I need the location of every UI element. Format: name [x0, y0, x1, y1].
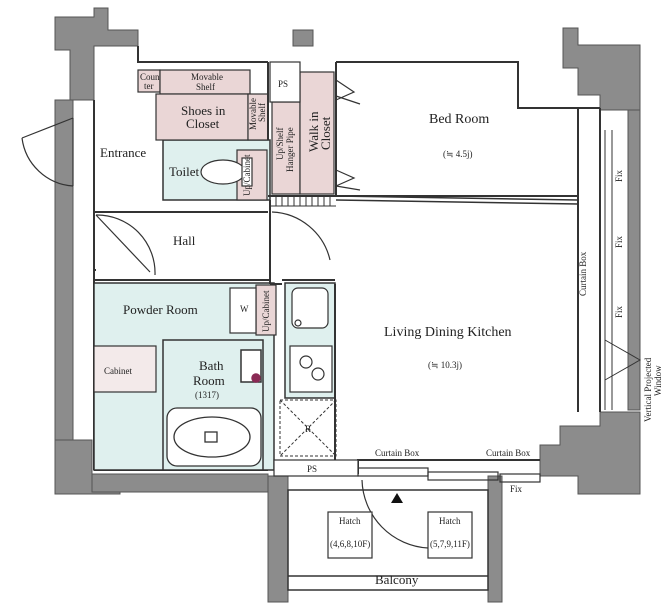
fix-bottom-label: Fix	[510, 484, 523, 494]
fix-label-1: Fix	[614, 169, 624, 182]
hall-door[interactable]	[95, 214, 156, 276]
structural-walls	[54, 7, 641, 603]
closet-rails	[270, 195, 336, 207]
walk-in-closet-line1: Walk in	[306, 111, 321, 152]
fix-label-2: Fix	[614, 235, 624, 248]
stove	[289, 345, 333, 393]
hatch-1-floors: (4,6,8,10F)	[330, 539, 370, 549]
partitions	[94, 62, 579, 460]
movable-shelf-top-line1: Movable	[191, 72, 223, 82]
curtain-box-bottom-left-label: Curtain Box	[375, 448, 420, 458]
bedroom-label: Bed Room	[429, 112, 489, 127]
fridge	[279, 399, 337, 457]
washer	[229, 287, 257, 334]
toilet-fixture	[200, 157, 253, 187]
balcony-sliding-door[interactable]	[357, 467, 541, 483]
counter-label-line1: Coun	[140, 72, 160, 82]
ps-top-label: PS	[278, 79, 288, 89]
cabinet-label: Cabinet	[104, 366, 132, 376]
kitchen-sink	[291, 287, 329, 329]
bath-faucet	[240, 349, 262, 383]
balcony-label: Balcony	[375, 572, 419, 587]
balcony-door-arc[interactable]	[361, 479, 429, 549]
ps-bottom-label: PS	[307, 464, 317, 474]
movable-shelf-side-line1: Movable	[248, 98, 258, 130]
balcony-hatches	[327, 511, 473, 559]
walk-in-closet-line2: Closet	[318, 116, 333, 150]
entrance-label: Entrance	[100, 145, 146, 160]
powder-room-label: Powder Room	[123, 302, 198, 317]
movable-shelf-top-line2: Shelf	[196, 82, 215, 92]
hatch-2-label: Hatch	[439, 516, 461, 526]
hatch-2-floors: (5,7,9,11F)	[430, 539, 470, 549]
hall-label: Hall	[173, 233, 196, 248]
ps-boxes	[269, 61, 359, 477]
up-shelf-line2: Hanger Pipe	[285, 127, 295, 172]
vertical-projected-window[interactable]	[604, 339, 642, 381]
vertical-window-line1: Vertical Projected	[643, 357, 653, 422]
ldk-label: Living Dining Kitchen	[384, 325, 512, 340]
cabinet-box	[93, 345, 157, 393]
ldk-size: (≒ 10.3j)	[428, 360, 462, 370]
walk-in-closet-box	[299, 71, 335, 195]
up-cabinet-toilet-label: Up/Cabinet	[242, 154, 252, 196]
up-cabinet-powder-label: Up/Cabinet	[261, 290, 271, 332]
bedroom-size: (≒ 4.5j)	[443, 149, 473, 159]
entry-arrow-icon	[391, 493, 403, 503]
shoes-closet-line2: Closet	[186, 116, 220, 131]
shoes-closet-line1: Shoes in	[181, 103, 226, 118]
bath-label-line1: Bath	[199, 358, 224, 373]
balcony-area	[287, 489, 489, 591]
fridge-label: R	[305, 424, 311, 434]
ldk-door[interactable]	[269, 211, 331, 276]
bath-label-line2: Room	[193, 373, 225, 388]
bath-size: (1317)	[195, 390, 219, 400]
hatch-1-label: Hatch	[339, 516, 361, 526]
toilet-label: Toilet	[169, 164, 200, 179]
vertical-window-line2: Window	[653, 365, 663, 396]
shoes-in-closet-box	[155, 93, 249, 141]
movable-shelf-top	[159, 69, 251, 95]
entrance-door[interactable]	[21, 117, 74, 187]
movable-shelf-side-line2: Shelf	[257, 103, 267, 122]
counter-label-line2: ter	[144, 81, 154, 91]
bedroom-window	[604, 130, 613, 410]
curtain-box-bottom-right-label: Curtain Box	[486, 448, 531, 458]
closet-folding-doors[interactable]	[335, 79, 361, 191]
bath-tub	[166, 407, 262, 467]
fix-label-3: Fix	[614, 305, 624, 318]
curtain-box-right-label: Curtain Box	[578, 251, 588, 296]
washer-label: W	[240, 304, 249, 314]
bedroom-sliding-door[interactable]	[335, 195, 579, 205]
up-shelf-line1: Up/Shelf	[275, 127, 285, 160]
